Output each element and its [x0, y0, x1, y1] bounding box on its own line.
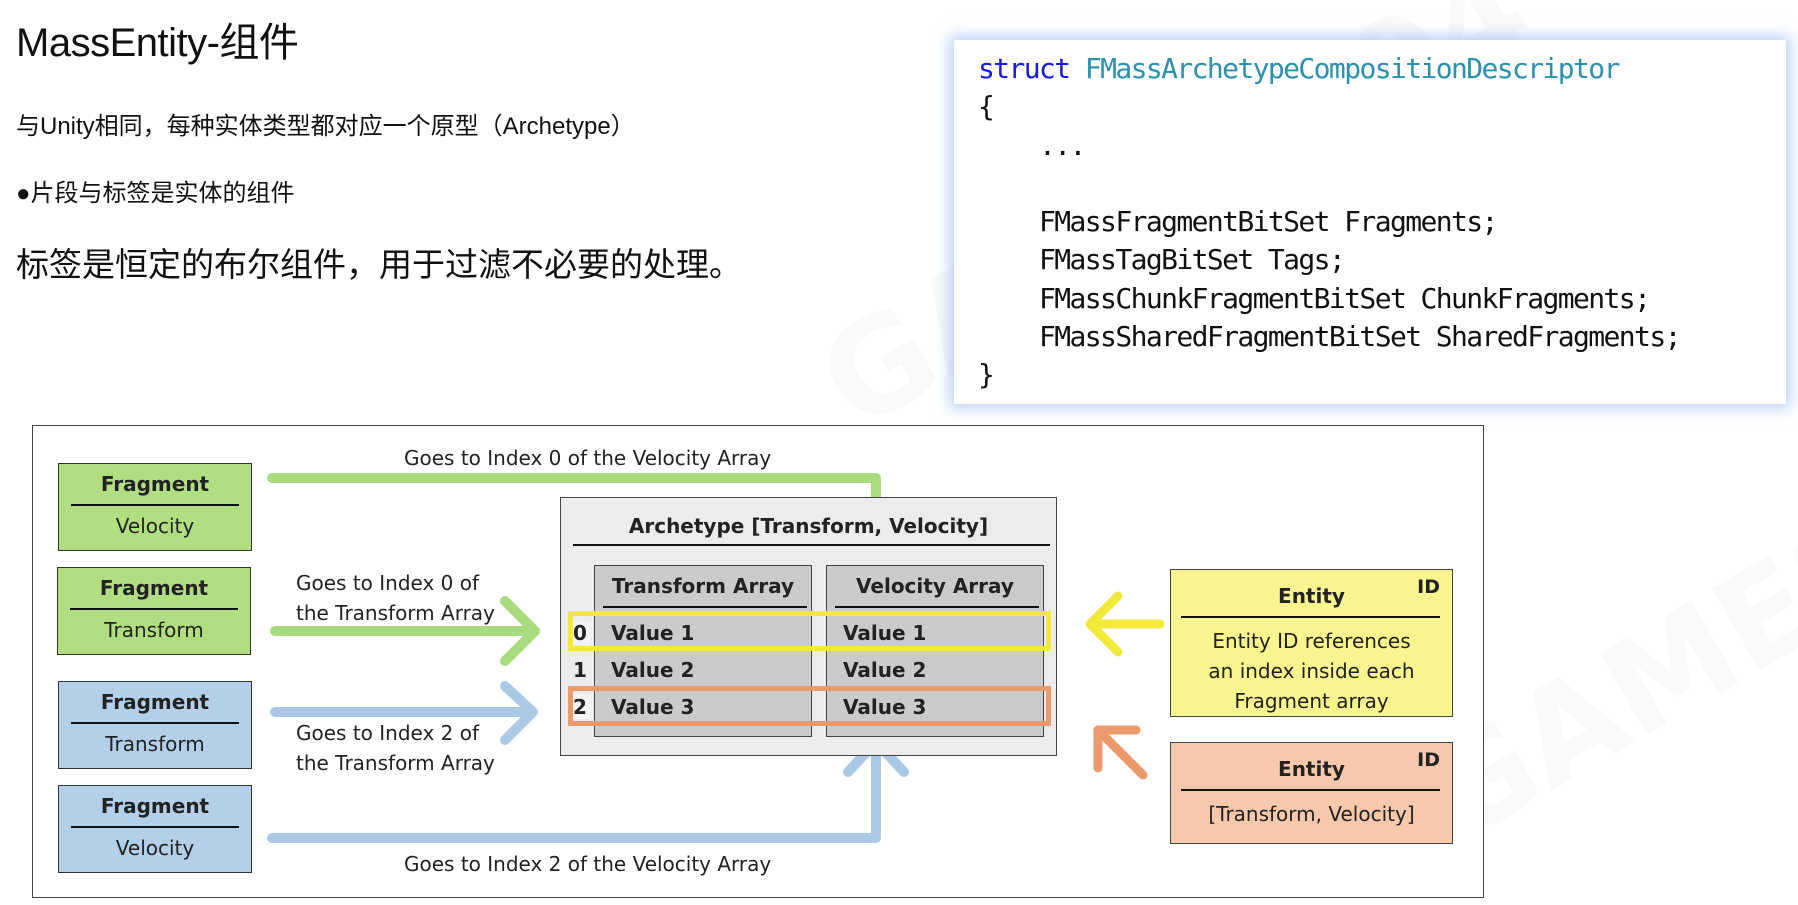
arrowhead-blue-transform	[500, 681, 538, 745]
code-keyword: struct	[978, 52, 1071, 85]
divider	[573, 544, 1050, 546]
array-value: Value 1	[611, 621, 695, 645]
entity-header: Entity	[1278, 584, 1345, 608]
fragment-name: Velocity	[115, 514, 195, 538]
arrow-orange-entity	[1093, 725, 1148, 780]
fragment-name: Transform	[105, 732, 205, 756]
entity-body-line: [Transform, Velocity]	[1208, 802, 1415, 826]
fragment-header: Fragment	[100, 472, 210, 496]
entity-body-line: an index inside each	[1208, 659, 1415, 683]
fragment-velocity-blue: Fragment Velocity	[58, 785, 252, 873]
code-close-brace: }	[978, 358, 995, 392]
label-bottom-velocity: Goes to Index 2 of the Velocity Array	[404, 852, 772, 876]
divider	[835, 606, 1039, 608]
slide-text-archetype: 与Unity相同，每种实体类型都对应一个原型（Archetype）	[16, 113, 635, 140]
entity-orange: Entity ID [Transform, Velocity]	[1170, 742, 1453, 844]
label-transform2-line2: the Transform Array	[296, 751, 495, 775]
velocity-array: Velocity Array Value 1 Value 2 Value 3	[826, 565, 1044, 737]
array-value: Value 2	[611, 658, 695, 682]
array-value: Value 3	[611, 695, 695, 719]
row-index: 0	[569, 621, 591, 645]
array-value: Value 2	[843, 658, 927, 682]
array-value: Value 1	[843, 621, 927, 645]
transform-array: Transform Array Value 1 Value 2 Value 3	[594, 565, 812, 737]
code-member: FMassChunkFragmentBitSet ChunkFragments;	[978, 281, 1651, 315]
row-index: 2	[569, 695, 591, 719]
code-type-name: FMassArchetypeCompositionDescriptor	[1084, 52, 1621, 85]
label-transform0-line2: the Transform Array	[296, 601, 495, 625]
row-index: 1	[573, 658, 587, 682]
code-text: struct FMassArchetypeCompositionDescript…	[978, 50, 1681, 395]
label-top-velocity: Goes to Index 0 of the Velocity Array	[404, 446, 772, 470]
fragment-name: Transform	[104, 618, 204, 642]
arrowhead-orange-entity	[1093, 725, 1141, 773]
entity-body: Entity ID references an index inside eac…	[1171, 626, 1452, 716]
slide-bullet-components: ●片段与标签是实体的组件	[16, 180, 295, 207]
highlight-row-2	[568, 686, 1051, 726]
label-transform2-line1: Goes to Index 2 of	[296, 721, 480, 745]
array-header: Velocity Array	[856, 574, 1014, 598]
archetype-title: Archetype [Transform, Velocity]	[628, 514, 989, 538]
label-transform0-line1: Goes to Index 0 of	[296, 571, 480, 595]
slide-text-tags: 标签是恒定的布尔组件，用于过滤不必要的处理。	[16, 246, 742, 283]
archetype-box: Archetype [Transform, Velocity] 0 1 2 Tr…	[560, 497, 1057, 756]
entity-body-line: Fragment array	[1234, 689, 1389, 713]
entity-body-line: Entity ID references	[1212, 629, 1411, 653]
slide-title: MassEntity-组件	[16, 21, 299, 65]
divider	[71, 722, 239, 724]
arrow-blue-velocity	[267, 737, 881, 843]
code-ellipsis: ...	[978, 128, 1086, 162]
entity-header: Entity	[1278, 757, 1345, 781]
entity-body: [Transform, Velocity]	[1171, 799, 1452, 829]
code-open-brace: {	[978, 90, 995, 124]
divider	[70, 608, 238, 610]
entity-id-tag: ID	[1417, 749, 1440, 771]
array-value: Value 3	[843, 695, 927, 719]
fragment-transform-blue: Fragment Transform	[58, 681, 252, 769]
fragment-velocity-green: Fragment Velocity	[58, 463, 252, 551]
arrowhead-yellow-entity	[1085, 591, 1123, 657]
fragment-transform-green: Fragment Transform	[57, 567, 251, 655]
entity-id-tag: ID	[1417, 576, 1440, 598]
divider	[71, 504, 239, 506]
divider	[1181, 789, 1440, 791]
fragment-name: Velocity	[115, 836, 195, 860]
code-member: FMassTagBitSet Tags;	[978, 243, 1346, 277]
array-header: Transform Array	[611, 574, 795, 598]
arrowhead-green-transform	[500, 596, 540, 666]
fragment-header: Fragment	[100, 690, 210, 714]
highlight-row-0	[568, 611, 1051, 651]
fragment-header: Fragment	[100, 794, 210, 818]
divider	[71, 826, 239, 828]
code-block: struct FMassArchetypeCompositionDescript…	[954, 40, 1786, 404]
entity-yellow: Entity ID Entity ID references an index …	[1170, 569, 1453, 717]
divider	[1181, 616, 1440, 618]
code-member: FMassFragmentBitSet Fragments;	[978, 205, 1498, 239]
divider	[603, 606, 807, 608]
fragment-header: Fragment	[99, 576, 209, 600]
code-member: FMassSharedFragmentBitSet SharedFragment…	[978, 320, 1681, 354]
